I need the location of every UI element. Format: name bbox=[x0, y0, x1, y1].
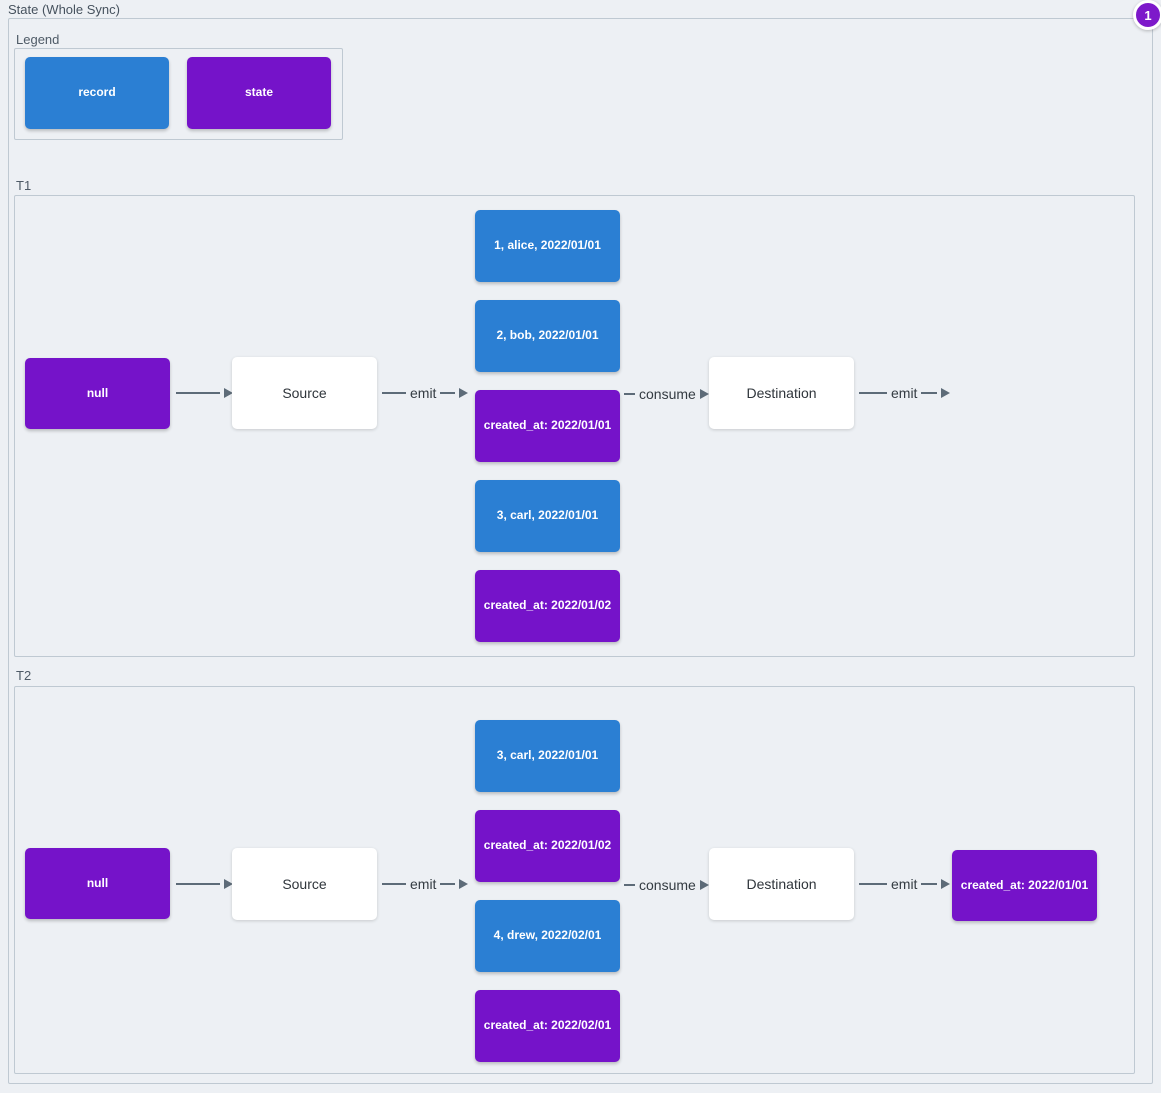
section-t2-box bbox=[14, 686, 1135, 1074]
t2-stack-state-node: created_at: 2022/02/01 bbox=[475, 990, 620, 1062]
section-t2-label: T2 bbox=[16, 668, 32, 683]
t1-consume-label: consume bbox=[639, 386, 696, 402]
legend-state-label: state bbox=[244, 85, 273, 100]
legend-record-node: record bbox=[25, 57, 169, 129]
arrow-line bbox=[440, 392, 456, 394]
arrow-line bbox=[176, 883, 220, 885]
t2-source-node: Source bbox=[232, 848, 377, 920]
arrow-line bbox=[440, 883, 456, 885]
t1-stack-item-label: created_at: 2022/01/02 bbox=[483, 598, 612, 613]
arrow-line bbox=[382, 883, 406, 885]
arrow-line bbox=[859, 392, 887, 394]
t1-stack-item-label: 1, alice, 2022/01/01 bbox=[494, 238, 601, 253]
t2-null-label: null bbox=[86, 875, 109, 890]
legend-label: Legend bbox=[16, 32, 60, 47]
annotation-badge: 1 bbox=[1133, 0, 1161, 30]
t2-edge-source-emit: emit bbox=[382, 876, 469, 892]
t1-emit-label: emit bbox=[410, 385, 437, 401]
t1-destination-label: Destination bbox=[746, 384, 817, 401]
section-t1-box bbox=[14, 195, 1135, 657]
page-title: State (Whole Sync) bbox=[8, 2, 120, 17]
section-t1-label: T1 bbox=[16, 178, 32, 193]
t2-emit-label: emit bbox=[410, 876, 437, 892]
t1-edge-null-to-source bbox=[176, 385, 233, 401]
t2-output-state-node: created_at: 2022/01/01 bbox=[952, 850, 1097, 921]
t1-stack-record-node: 3, carl, 2022/01/01 bbox=[475, 480, 620, 552]
arrow-head-icon bbox=[699, 880, 709, 890]
arrow-head-icon bbox=[459, 879, 469, 889]
t2-emit-label: emit bbox=[891, 876, 918, 892]
t2-null-state-node: null bbox=[25, 848, 170, 919]
t1-stack-record-node: 2, bob, 2022/01/01 bbox=[475, 300, 620, 372]
arrow-line bbox=[859, 883, 887, 885]
t2-edge-null-to-source bbox=[176, 876, 233, 892]
t1-stack-record-node: 1, alice, 2022/01/01 bbox=[475, 210, 620, 282]
arrow-head-icon bbox=[224, 879, 233, 889]
t2-output-state-label: created_at: 2022/01/01 bbox=[960, 877, 1089, 892]
arrow-line bbox=[382, 392, 406, 394]
t1-stack-state-node: created_at: 2022/01/02 bbox=[475, 570, 620, 642]
t2-stack-state-node: created_at: 2022/01/02 bbox=[475, 810, 620, 882]
arrow-head-icon bbox=[699, 389, 709, 399]
t1-stack-item-label: 2, bob, 2022/01/01 bbox=[496, 328, 599, 343]
t2-stack-item-label: created_at: 2022/02/01 bbox=[483, 1018, 612, 1033]
t1-stack-item-label: created_at: 2022/01/01 bbox=[483, 418, 612, 433]
whole-sync-container-box bbox=[8, 18, 1153, 1084]
t1-null-label: null bbox=[86, 385, 109, 400]
arrow-line bbox=[176, 392, 220, 394]
arrow-head-icon bbox=[224, 388, 233, 398]
t2-destination-node: Destination bbox=[709, 848, 854, 920]
arrow-line bbox=[624, 884, 635, 886]
t1-source-node: Source bbox=[232, 357, 377, 429]
t1-stack-item-label: 3, carl, 2022/01/01 bbox=[496, 508, 599, 523]
arrow-line bbox=[624, 393, 635, 395]
t1-source-label: Source bbox=[282, 384, 327, 401]
arrow-line bbox=[921, 392, 938, 394]
t2-consume-label: consume bbox=[639, 877, 696, 893]
t1-null-state-node: null bbox=[25, 358, 170, 429]
t1-edge-destination-emit: emit bbox=[859, 385, 951, 401]
legend-state-node: state bbox=[187, 57, 331, 129]
t2-stack-item-label: 4, drew, 2022/02/01 bbox=[493, 928, 602, 943]
t2-source-label: Source bbox=[282, 875, 327, 892]
t2-edge-consume: consume bbox=[624, 877, 709, 893]
legend-box bbox=[14, 48, 343, 140]
t2-stack-record-node: 3, carl, 2022/01/01 bbox=[475, 720, 620, 792]
t1-edge-source-emit: emit bbox=[382, 385, 469, 401]
t2-stack-record-node: 4, drew, 2022/02/01 bbox=[475, 900, 620, 972]
arrow-line bbox=[921, 883, 938, 885]
t2-destination-label: Destination bbox=[746, 875, 817, 892]
t1-edge-consume: consume bbox=[624, 386, 709, 402]
arrow-head-icon bbox=[459, 388, 469, 398]
arrow-head-icon bbox=[941, 879, 951, 889]
t2-edge-destination-emit: emit bbox=[859, 876, 951, 892]
t2-stack-item-label: created_at: 2022/01/02 bbox=[483, 838, 612, 853]
t1-stack-state-node: created_at: 2022/01/01 bbox=[475, 390, 620, 462]
t1-destination-node: Destination bbox=[709, 357, 854, 429]
t2-stack-item-label: 3, carl, 2022/01/01 bbox=[496, 748, 599, 763]
legend-record-label: record bbox=[78, 85, 116, 100]
arrow-head-icon bbox=[941, 388, 951, 398]
t1-emit-label: emit bbox=[891, 385, 918, 401]
